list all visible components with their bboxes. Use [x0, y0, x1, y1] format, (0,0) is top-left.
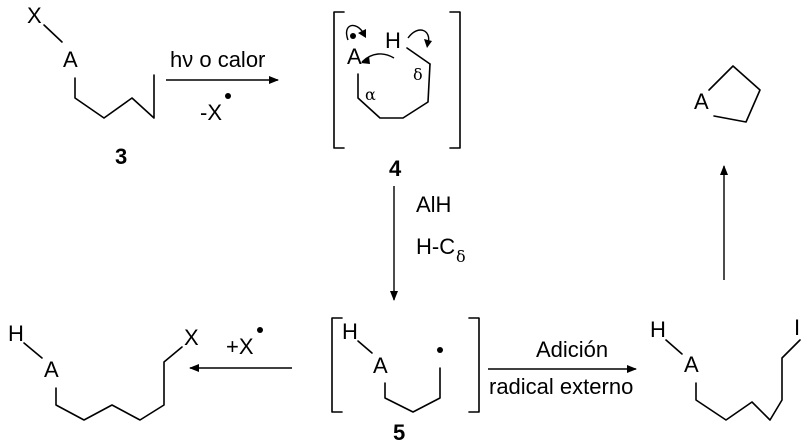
step2-label-subscript: δ: [456, 247, 466, 266]
pi-atom-label: A: [684, 352, 699, 377]
c4-atom-label: A: [347, 44, 362, 69]
ring-atom-label: A: [694, 89, 709, 114]
c5-chain: [384, 367, 441, 413]
c5-hydrogen-label: H: [342, 319, 358, 344]
c4-alpha-label: α: [365, 85, 376, 104]
px-chain: [55, 346, 183, 421]
c4-arrowhead-middle-icon: [361, 56, 370, 64]
step3-label-above: +X: [226, 334, 254, 359]
c5-bond-h-a: [357, 340, 373, 354]
px-atom-label: A: [44, 357, 59, 382]
px-hydrogen-label: H: [8, 321, 24, 346]
compound-4: A H α δ 4: [333, 11, 461, 181]
pi-hydrogen-label: H: [650, 317, 666, 342]
c4-bond-h-c: [406, 47, 431, 65]
c4-radical-dot-icon: [350, 33, 356, 39]
c3-substituent-label: X: [27, 3, 42, 28]
px-substituent-label: X: [184, 325, 199, 350]
arrow-step2: AlH H-C δ: [390, 186, 466, 301]
c4-number: 4: [389, 156, 402, 181]
arrow-step1: hν o calor -X: [166, 47, 279, 125]
radical-dot-icon: [225, 93, 231, 99]
c5-number: 5: [393, 420, 405, 445]
c5-bracket-right: [468, 317, 480, 413]
arrow-step3: +X: [189, 327, 292, 372]
step4-label-above: Adición: [536, 337, 608, 362]
arrow-step4: Adición radical externo: [488, 337, 637, 399]
product-x: H A X: [8, 321, 199, 421]
compound-5: H A 5: [331, 317, 480, 445]
c4-delta-label: δ: [413, 65, 423, 84]
px-bond-h-a: [23, 342, 43, 359]
c4-bracket-left: [333, 11, 345, 149]
c5-bracket-left: [331, 317, 343, 413]
c5-atom-label: A: [373, 353, 388, 378]
c5-radical-dot-icon: [437, 347, 443, 353]
step2-label-line1: AlH: [416, 192, 451, 217]
ring-product: A: [694, 65, 761, 123]
c4-curved-arrow-middle-icon: [361, 53, 395, 63]
c4-arrowhead-left-icon: [358, 29, 366, 38]
pi-chain: [695, 339, 801, 421]
c4-hydrogen-label: H: [385, 28, 401, 53]
step1-label-below: -X: [200, 100, 222, 125]
step3-radical-dot-icon: [257, 327, 263, 333]
c4-bracket-right: [449, 11, 461, 149]
pi-substituent-label: I: [794, 315, 800, 340]
c3-bond-x-a: [43, 24, 63, 43]
pi-bond-h-a: [665, 339, 683, 355]
compound-3: X A 3: [27, 3, 155, 169]
step4-label-below: radical externo: [489, 374, 633, 399]
c3-atom-label: A: [63, 47, 78, 72]
c4-curved-arrow-left-icon: [345, 24, 365, 41]
step2-label-line2: H-C: [416, 234, 455, 259]
c3-number: 3: [115, 144, 127, 169]
c4-chain: [357, 63, 431, 119]
c3-chain: [74, 74, 155, 119]
c4-arrowhead-right-icon: [424, 39, 432, 48]
product-i: H A I: [650, 315, 801, 421]
step1-label-above: hν o calor: [170, 47, 265, 72]
ring-bonds: [708, 65, 761, 123]
